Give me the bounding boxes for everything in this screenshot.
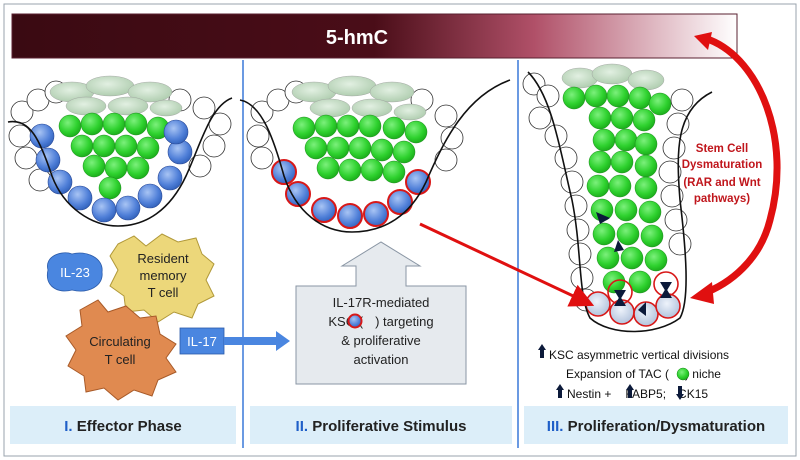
- phase-2-title: II. Proliferative Stimulus: [296, 418, 467, 435]
- il17r-callout: [295, 241, 467, 385]
- svg-text:Stem Cell: Stem Cell: [696, 143, 748, 155]
- svg-text:T cell: T cell: [105, 352, 136, 367]
- svg-text:Resident: Resident: [137, 251, 189, 266]
- panel-3-crypt: [522, 63, 713, 333]
- hmc-banner-label: 5-hmC: [326, 27, 388, 49]
- phase-2-footer: [250, 406, 512, 444]
- svg-text:KSC () targeting: KSC () targeting: [328, 314, 433, 329]
- resident-memory-t-cell: [109, 233, 215, 323]
- panel-1-crypt: [7, 75, 233, 227]
- ksc-to-niche-arrow: [419, 222, 595, 307]
- il17-box: [179, 327, 225, 355]
- stem-arrow-head-top: [694, 32, 712, 50]
- tac-cell-icon: [676, 367, 690, 381]
- il23-cytokine-blob: [46, 252, 103, 292]
- down-arrow-icon: [676, 386, 684, 400]
- il17-label: IL-17: [187, 334, 217, 349]
- hmc-banner: [11, 13, 738, 59]
- svg-text:IL-17R-mediated: IL-17R-mediated: [333, 295, 430, 310]
- phase-1-title: I. Effector Phase: [64, 418, 182, 435]
- resident-t-cell-label: Resident memory T cell: [137, 251, 189, 300]
- up-arrow-icon: [626, 384, 634, 398]
- svg-text:activation: activation: [354, 352, 409, 367]
- stem-arrow-head-bottom: [690, 282, 714, 304]
- up-arrow-icon: [556, 384, 564, 398]
- svg-text:Circulating: Circulating: [89, 334, 150, 349]
- stem-cell-dysmaturation-label: Stem Cell Dysmaturation (RAR and Wnt pat…: [682, 143, 763, 205]
- svg-text:pathways): pathways): [694, 193, 750, 205]
- circulating-t-cell-label: Circulating T cell: [89, 334, 150, 367]
- phase-3-title: III. Proliferation/Dysmaturation: [547, 418, 765, 435]
- svg-text:& proliferative: & proliferative: [341, 333, 420, 348]
- panel-3-findings: KSC asymmetric vertical divisions Expans…: [538, 344, 729, 401]
- phase-3-footer: [524, 406, 788, 444]
- circulating-t-cell: [65, 299, 177, 401]
- stem-cell-curve-arrow: [698, 36, 781, 298]
- svg-text:Expansion of TAC () niche: Expansion of TAC () niche: [566, 367, 721, 381]
- svg-text:KSC asymmetric vertical divisi: KSC asymmetric vertical divisions: [549, 348, 729, 362]
- svg-text:Nestin +FABP5;CK15: Nestin +FABP5;CK15: [567, 387, 708, 401]
- division-spindle-icons: [596, 212, 672, 316]
- il23-label: IL-23: [60, 265, 90, 280]
- svg-text:Dysmaturation: Dysmaturation: [682, 159, 763, 171]
- il17-arrow: [224, 331, 290, 351]
- il17r-callout-text: IL-17R-mediated KSC () targeting & proli…: [328, 295, 433, 367]
- ksc-cell-icon: [347, 313, 363, 329]
- phase-1-footer: [10, 406, 236, 444]
- panel-2-crypt: [239, 75, 511, 233]
- svg-text:(RAR and Wnt: (RAR and Wnt: [683, 177, 760, 189]
- up-arrow-icon: [538, 344, 546, 358]
- svg-text:memory: memory: [140, 268, 187, 283]
- svg-text:T cell: T cell: [148, 285, 179, 300]
